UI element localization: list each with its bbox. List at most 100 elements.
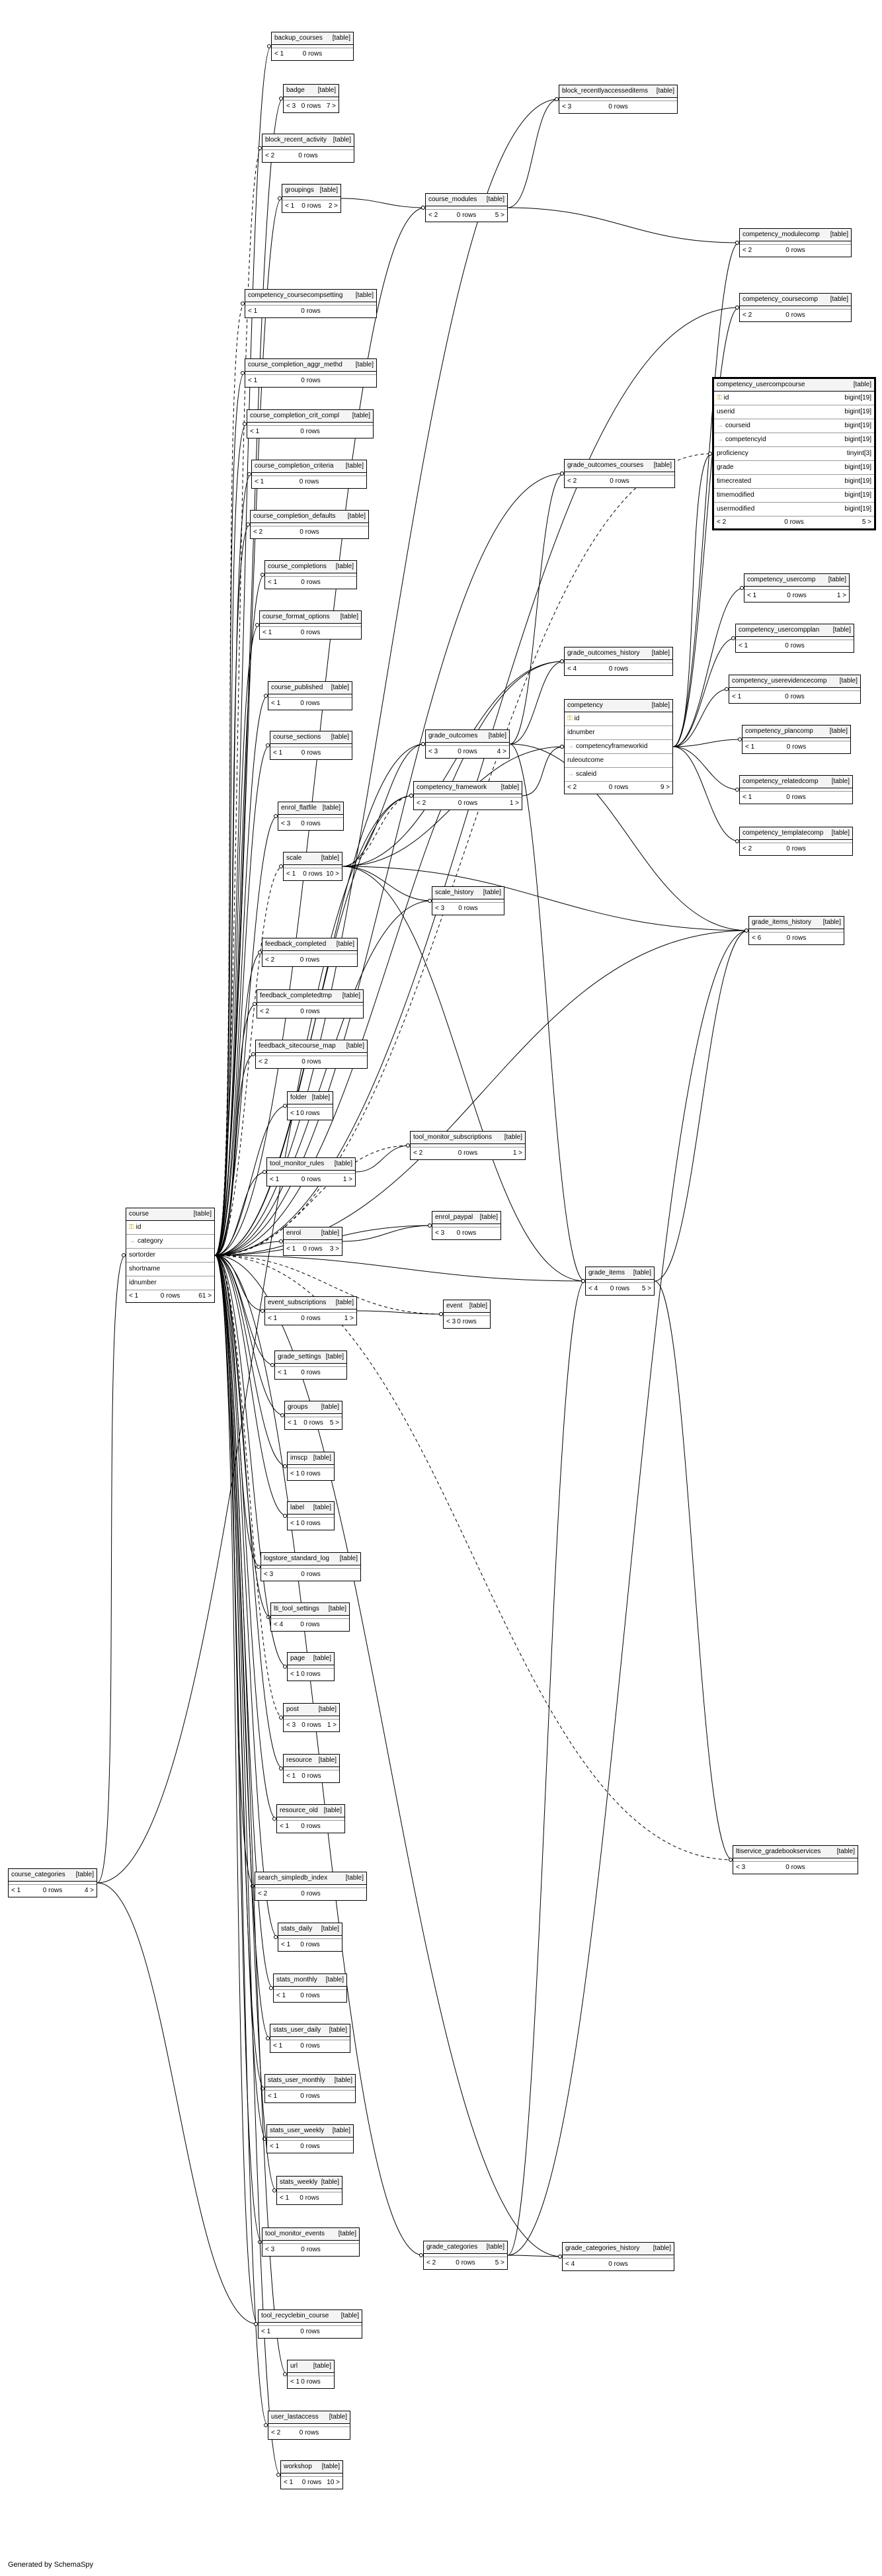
- parents-count[interactable]: < 3: [428, 748, 438, 755]
- children-count[interactable]: [327, 1006, 360, 1018]
- parents-count[interactable]: < 3: [446, 1318, 456, 1325]
- children-count[interactable]: 10 >: [326, 870, 340, 878]
- parents-count[interactable]: < 1: [262, 629, 272, 636]
- children-count[interactable]: [813, 741, 848, 753]
- children-count[interactable]: [635, 663, 670, 675]
- children-count[interactable]: 5 >: [641, 1285, 652, 1292]
- children-count[interactable]: 4 >: [497, 748, 506, 755]
- parents-count[interactable]: < 1: [290, 2378, 300, 2386]
- parents-count[interactable]: < 3: [286, 103, 296, 110]
- children-count[interactable]: [328, 526, 366, 538]
- children-count[interactable]: 10 >: [327, 2479, 341, 2486]
- children-count[interactable]: [327, 2326, 359, 2338]
- children-count[interactable]: [325, 577, 354, 589]
- children-count[interactable]: [327, 627, 358, 639]
- children-count[interactable]: [332, 306, 374, 317]
- children-count[interactable]: [814, 843, 850, 855]
- children-count[interactable]: [332, 375, 374, 387]
- children-count[interactable]: [323, 2040, 347, 2052]
- children-count[interactable]: 9 >: [660, 784, 670, 791]
- parents-count[interactable]: < 1: [742, 794, 752, 801]
- children-count[interactable]: [326, 2244, 356, 2256]
- children-count[interactable]: [323, 150, 351, 162]
- parents-count[interactable]: < 2: [717, 519, 727, 526]
- parents-count[interactable]: < 4: [274, 1621, 284, 1628]
- children-count[interactable]: 1 >: [344, 1315, 354, 1322]
- parents-count[interactable]: < 2: [258, 1890, 268, 1897]
- children-count[interactable]: [325, 954, 354, 966]
- parents-count[interactable]: < 4: [565, 2261, 575, 2268]
- parents-count[interactable]: < 1: [129, 1292, 139, 1300]
- parents-count[interactable]: < 1: [270, 1176, 280, 1183]
- parents-count[interactable]: < 1: [255, 478, 264, 485]
- parents-count[interactable]: < 2: [413, 1149, 423, 1157]
- children-count[interactable]: 1 >: [836, 592, 846, 599]
- parents-count[interactable]: < 2: [253, 528, 263, 536]
- children-count[interactable]: 5 >: [495, 212, 504, 219]
- parents-count[interactable]: < 1: [747, 592, 757, 599]
- parents-count[interactable]: < 1: [273, 749, 283, 757]
- children-count[interactable]: 4 >: [84, 1887, 95, 1894]
- children-count[interactable]: [329, 1888, 364, 1900]
- parents-count[interactable]: < 1: [250, 428, 260, 435]
- children-count[interactable]: 1 >: [512, 1149, 522, 1157]
- children-count[interactable]: [321, 1468, 331, 1480]
- parents-count[interactable]: < 1: [273, 2042, 283, 2050]
- parents-count[interactable]: < 1: [745, 743, 755, 751]
- children-count[interactable]: 3 >: [329, 1245, 340, 1253]
- children-count[interactable]: [813, 310, 848, 321]
- parents-count[interactable]: < 2: [742, 247, 752, 254]
- children-count[interactable]: 1 >: [509, 800, 520, 807]
- children-count[interactable]: [321, 1770, 337, 1782]
- parents-count[interactable]: < 2: [259, 1058, 268, 1065]
- parents-count[interactable]: < 1: [290, 1470, 300, 1477]
- children-count[interactable]: [813, 640, 851, 652]
- parents-count[interactable]: < 2: [742, 845, 752, 852]
- parents-count[interactable]: < 2: [742, 312, 752, 319]
- parents-count[interactable]: < 3: [736, 1864, 746, 1871]
- parents-count[interactable]: < 4: [588, 1285, 598, 1292]
- parents-count[interactable]: < 1: [286, 1245, 296, 1253]
- parents-count[interactable]: < 1: [261, 2328, 271, 2335]
- parents-count[interactable]: < 1: [268, 2093, 278, 2100]
- children-count[interactable]: [319, 2192, 339, 2204]
- children-count[interactable]: [321, 1518, 331, 1530]
- parents-count[interactable]: < 1: [732, 693, 742, 700]
